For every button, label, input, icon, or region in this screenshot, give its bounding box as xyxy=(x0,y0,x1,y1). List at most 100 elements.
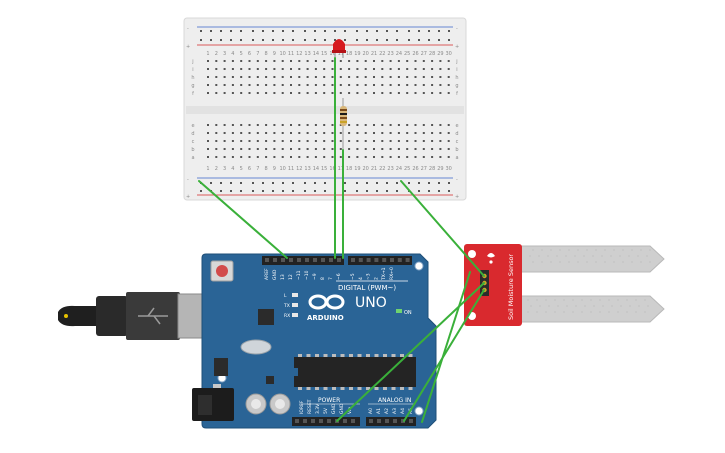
header-pin[interactable] xyxy=(305,258,309,262)
terminal-hole[interactable] xyxy=(331,92,334,94)
terminal-hole[interactable] xyxy=(447,76,450,78)
terminal-hole[interactable] xyxy=(356,84,359,86)
terminal-hole[interactable] xyxy=(406,132,409,134)
terminal-hole[interactable] xyxy=(348,60,351,62)
terminal-hole[interactable] xyxy=(323,60,326,62)
rail-hole[interactable] xyxy=(386,182,388,184)
terminal-hole[interactable] xyxy=(281,68,284,70)
terminal-hole[interactable] xyxy=(215,76,218,78)
terminal-hole[interactable] xyxy=(381,84,384,86)
terminal-hole[interactable] xyxy=(256,76,259,78)
terminal-hole[interactable] xyxy=(373,76,375,78)
terminal-hole[interactable] xyxy=(240,140,243,142)
terminal-hole[interactable] xyxy=(323,148,326,150)
terminal-hole[interactable] xyxy=(406,140,409,142)
terminal-hole[interactable] xyxy=(422,60,425,62)
terminal-hole[interactable] xyxy=(364,132,367,134)
terminal-hole[interactable] xyxy=(447,84,450,86)
terminal-hole[interactable] xyxy=(248,140,251,142)
terminal-hole[interactable] xyxy=(381,156,384,158)
header-pin[interactable] xyxy=(377,419,381,423)
rail-hole[interactable] xyxy=(220,190,222,192)
terminal-hole[interactable] xyxy=(422,76,425,78)
terminal-hole[interactable] xyxy=(290,76,292,78)
terminal-hole[interactable] xyxy=(397,140,400,142)
terminal-hole[interactable] xyxy=(414,124,417,126)
terminal-hole[interactable] xyxy=(223,156,226,158)
terminal-hole[interactable] xyxy=(215,148,218,150)
header-pin[interactable] xyxy=(313,258,317,262)
rail-hole[interactable] xyxy=(418,39,420,41)
terminal-hole[interactable] xyxy=(248,84,251,86)
header-pin[interactable] xyxy=(337,258,341,262)
terminal-hole[interactable] xyxy=(431,76,434,78)
rail-hole[interactable] xyxy=(220,39,222,41)
terminal-hole[interactable] xyxy=(364,156,367,158)
terminal-hole[interactable] xyxy=(223,68,226,70)
terminal-hole[interactable] xyxy=(439,76,442,78)
terminal-hole[interactable] xyxy=(439,132,442,134)
terminal-hole[interactable] xyxy=(339,132,342,134)
rail-hole[interactable] xyxy=(418,182,420,184)
terminal-hole[interactable] xyxy=(431,148,434,150)
terminal-hole[interactable] xyxy=(314,84,317,86)
terminal-hole[interactable] xyxy=(447,124,450,126)
rail-hole[interactable] xyxy=(240,39,242,41)
rail-hole[interactable] xyxy=(304,190,306,192)
rail-hole[interactable] xyxy=(356,30,358,32)
rail-hole[interactable] xyxy=(210,39,212,41)
resistor[interactable] xyxy=(340,98,347,150)
terminal-hole[interactable] xyxy=(223,148,226,150)
terminal-hole[interactable] xyxy=(306,84,309,86)
terminal-hole[interactable] xyxy=(406,60,409,62)
terminal-hole[interactable] xyxy=(281,148,284,150)
terminal-hole[interactable] xyxy=(381,60,384,62)
terminal-hole[interactable] xyxy=(298,92,301,94)
rail-hole[interactable] xyxy=(408,30,410,32)
header-pin[interactable] xyxy=(327,419,331,423)
header-pin[interactable] xyxy=(343,419,347,423)
rail-hole[interactable] xyxy=(230,190,232,192)
rail-hole[interactable] xyxy=(438,39,440,41)
rail-hole[interactable] xyxy=(314,190,316,192)
terminal-hole[interactable] xyxy=(231,68,234,70)
terminal-hole[interactable] xyxy=(406,76,409,78)
terminal-hole[interactable] xyxy=(240,124,243,126)
terminal-hole[interactable] xyxy=(364,92,367,94)
rail-hole[interactable] xyxy=(200,39,202,41)
rail-hole[interactable] xyxy=(344,190,346,192)
rail-hole[interactable] xyxy=(262,182,264,184)
terminal-hole[interactable] xyxy=(331,156,334,158)
terminal-hole[interactable] xyxy=(273,60,276,62)
terminal-hole[interactable] xyxy=(273,124,276,126)
terminal-hole[interactable] xyxy=(431,156,434,158)
terminal-hole[interactable] xyxy=(414,68,417,70)
terminal-hole[interactable] xyxy=(298,68,301,70)
rail-hole[interactable] xyxy=(304,30,306,32)
terminal-hole[interactable] xyxy=(281,156,284,158)
rail-hole[interactable] xyxy=(366,190,368,192)
terminal-hole[interactable] xyxy=(314,68,317,70)
terminal-hole[interactable] xyxy=(298,132,301,134)
terminal-hole[interactable] xyxy=(389,156,392,158)
terminal-hole[interactable] xyxy=(331,68,334,70)
rail-hole[interactable] xyxy=(344,30,346,32)
header-pin[interactable] xyxy=(273,258,277,262)
terminal-hole[interactable] xyxy=(414,60,417,62)
terminal-hole[interactable] xyxy=(323,124,326,126)
rail-hole[interactable] xyxy=(356,190,358,192)
terminal-hole[interactable] xyxy=(356,60,359,62)
terminal-hole[interactable] xyxy=(422,124,425,126)
header-pin[interactable] xyxy=(329,258,333,262)
terminal-hole[interactable] xyxy=(306,140,309,142)
terminal-hole[interactable] xyxy=(373,92,375,94)
terminal-hole[interactable] xyxy=(256,156,259,158)
rail-hole[interactable] xyxy=(210,182,212,184)
terminal-hole[interactable] xyxy=(223,60,226,62)
rail-hole[interactable] xyxy=(396,30,398,32)
terminal-hole[interactable] xyxy=(414,140,417,142)
terminal-hole[interactable] xyxy=(314,148,317,150)
rail-hole[interactable] xyxy=(428,182,430,184)
terminal-hole[interactable] xyxy=(389,76,392,78)
terminal-hole[interactable] xyxy=(265,84,268,86)
